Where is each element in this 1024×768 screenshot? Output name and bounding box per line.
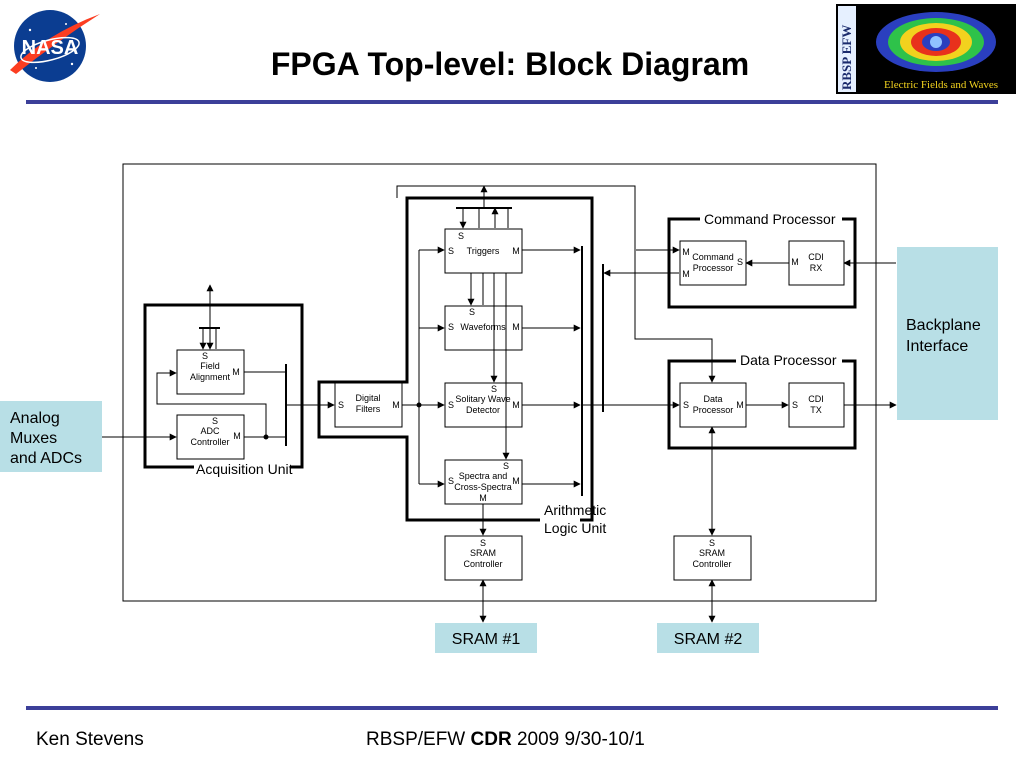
rbsp-caption: Electric Fields and Waves [884, 79, 998, 91]
svg-text:M: M [392, 400, 400, 410]
acquisition-unit-label: Acquisition Unit [196, 461, 293, 477]
footer-author: Ken Stevens [36, 729, 144, 750]
nasa-logo-text: NASA [22, 37, 79, 59]
footer-project: RBSP/EFW CDR 2009 9/30-10/1 [366, 729, 645, 750]
svg-text:M: M [512, 400, 520, 410]
svg-text:Controller: Controller [692, 559, 731, 569]
svg-text:Detector: Detector [466, 405, 500, 415]
command-processor-label: Command Processor [704, 211, 836, 227]
adc-controller-block [176, 414, 245, 460]
svg-text:M: M [512, 246, 520, 256]
svg-text:M: M [791, 257, 799, 267]
digital-filters-block [334, 382, 403, 428]
svg-text:S: S [792, 400, 798, 410]
svg-text:M: M [233, 431, 241, 441]
sram-controller-2-block [673, 535, 752, 581]
svg-text:CDI: CDI [808, 252, 824, 262]
alu-outline [317, 196, 594, 522]
command-processor-block [679, 240, 747, 286]
svg-text:S: S [202, 351, 208, 361]
svg-text:Spectra and: Spectra and [459, 471, 508, 481]
svg-text:S: S [448, 476, 454, 486]
waveforms-block [444, 305, 523, 351]
svg-text:S: S [458, 231, 464, 241]
svg-text:M: M [682, 247, 690, 257]
spectra-block [444, 459, 523, 505]
connections [102, 185, 897, 623]
analog-label-line2: Muxes [10, 430, 57, 447]
svg-text:SRAM: SRAM [699, 548, 725, 558]
svg-text:Waveforms: Waveforms [460, 322, 506, 332]
sram-controller-1-block [444, 535, 523, 581]
svg-text:Command: Command [692, 252, 734, 262]
analog-muxes-box [0, 401, 102, 472]
svg-text:S: S [683, 400, 689, 410]
triggers-block [444, 228, 523, 274]
alu-label-line2: Logic Unit [544, 520, 606, 536]
data-processor-label: Data Processor [740, 352, 837, 368]
svg-text:S: S [448, 400, 454, 410]
nasa-logo: NASA [10, 10, 100, 82]
svg-text:RX: RX [810, 263, 823, 273]
svg-text:ADC: ADC [200, 426, 220, 436]
svg-text:Processor: Processor [693, 405, 734, 415]
backplane-label-line1: Backplane [906, 317, 981, 334]
svg-text:S: S [503, 461, 509, 471]
svg-text:S: S [480, 538, 486, 548]
svg-text:CDI: CDI [808, 394, 824, 404]
sram2-box [657, 623, 759, 653]
svg-text:Solitary Wave: Solitary Wave [455, 394, 510, 404]
data-processor-outline [667, 359, 857, 450]
alu-label-line1: Arithmetic [544, 502, 606, 518]
svg-text:M: M [512, 476, 520, 486]
svg-text:S: S [491, 384, 497, 394]
analog-label-line3: and ADCs [10, 450, 82, 467]
backplane-interface-box [897, 247, 998, 420]
svg-text:Controller: Controller [190, 437, 229, 447]
svg-text:S: S [212, 416, 218, 426]
svg-text:M: M [479, 493, 487, 503]
svg-text:S: S [469, 307, 475, 317]
svg-text:Cross-Spectra: Cross-Spectra [454, 482, 512, 492]
acquisition-unit-outline [143, 303, 304, 469]
svg-text:Processor: Processor [693, 263, 734, 273]
header-divider [26, 100, 998, 104]
sram1-box [435, 623, 537, 653]
svg-text:S: S [338, 400, 344, 410]
svg-text:S: S [737, 257, 743, 267]
svg-text:M: M [512, 322, 520, 332]
fpga-frame [122, 163, 877, 602]
svg-text:S: S [709, 538, 715, 548]
rbsp-side-text: RBSP EFW [839, 25, 854, 90]
rbsp-efw-logo: RBSP EFW Electric Fields and Waves [836, 4, 1016, 94]
cdi-tx-block [788, 382, 845, 428]
svg-text:Filters: Filters [356, 404, 381, 414]
analog-label-line1: Analog [10, 410, 60, 427]
sram2-label: SRAM #2 [674, 631, 743, 648]
svg-text:M: M [232, 367, 240, 377]
svg-text:Field: Field [200, 361, 220, 371]
svg-text:Alignment: Alignment [190, 372, 231, 382]
svg-text:Data: Data [703, 394, 722, 404]
svg-text:Digital: Digital [355, 393, 380, 403]
svg-text:SRAM: SRAM [470, 548, 496, 558]
sram1-label: SRAM #1 [452, 631, 521, 648]
backplane-label-line2: Interface [906, 338, 968, 355]
cdi-rx-block [788, 240, 845, 286]
svg-text:Triggers: Triggers [467, 246, 500, 256]
svg-text:M: M [736, 400, 744, 410]
command-processor-outline [667, 217, 857, 309]
svg-text:M: M [682, 269, 690, 279]
svg-text:S: S [448, 246, 454, 256]
field-alignment-block [176, 349, 245, 395]
svg-text:TX: TX [810, 405, 822, 415]
page-title: FPGA Top-level: Block Diagram [270, 46, 750, 82]
svg-text:Controller: Controller [463, 559, 502, 569]
data-processor-block [679, 382, 747, 428]
solitary-wave-detector-block [444, 382, 523, 428]
svg-text:S: S [448, 322, 454, 332]
footer-divider [26, 706, 998, 710]
